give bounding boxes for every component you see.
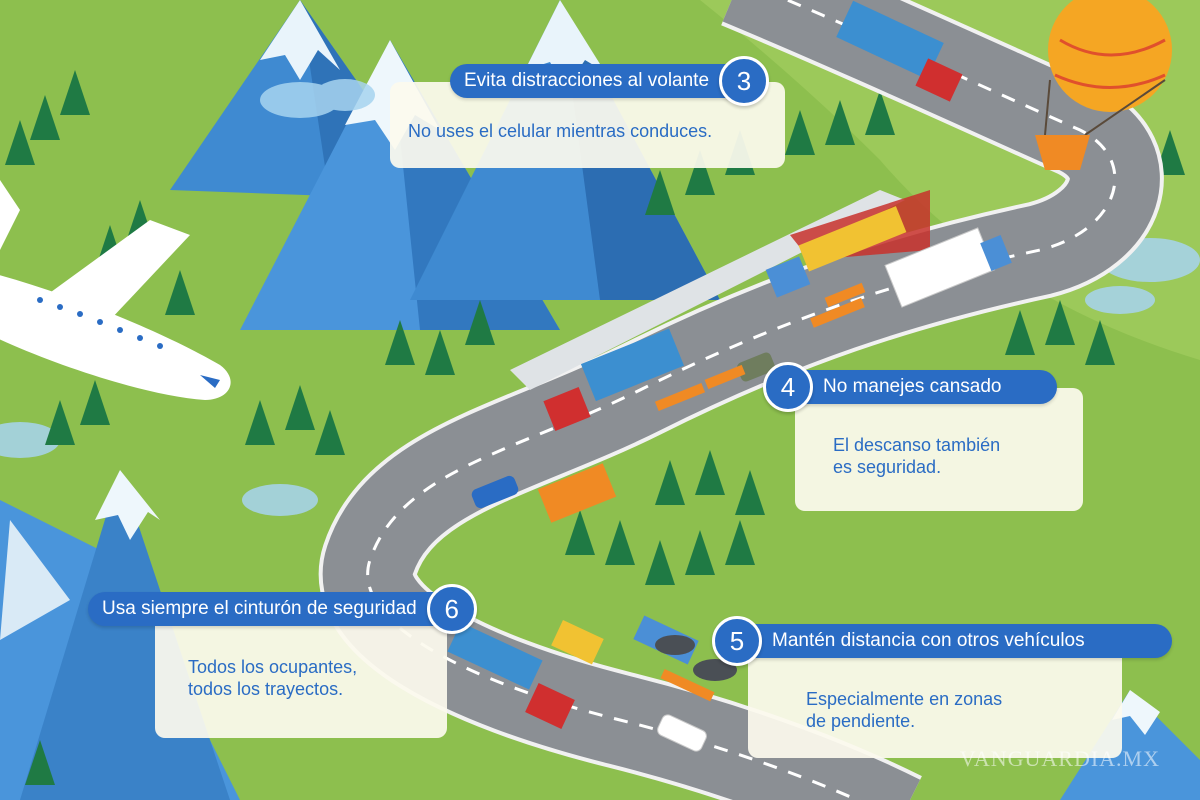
tree-icon [655,460,685,505]
tree-icon [25,740,55,785]
cloud-icon [242,484,318,516]
car-icon [737,352,775,382]
cloud-icon [1085,286,1155,314]
tree-icon [645,540,675,585]
tip-5-text-line-2: de pendiente. [806,711,916,731]
tree-icon [315,410,345,455]
tree-icon [825,100,855,145]
tip-6-text-line-2: todos los trayectos. [188,679,344,699]
cloud-icon [315,79,375,111]
cloud-icon [0,422,60,458]
tip-5-box: Especialmente en zonas de pendiente. [748,642,1122,758]
tree-icon [685,150,715,195]
tip-3-text: No uses el celular mientras conduces. [408,121,713,141]
tip-4-title: No manejes cansado [823,376,1002,397]
tree-icon [60,70,90,115]
tip-6-title: Usa siempre el cinturón de seguridad [102,598,417,619]
tree-icon [685,530,715,575]
truck-icon [447,622,575,729]
car-icon [657,714,707,752]
mountain-icon [1060,690,1200,800]
tree-icon [565,510,595,555]
truck-icon [537,463,617,523]
truck-icon [836,0,963,102]
tip-4-box: El descanso también es seguridad. [795,388,1083,511]
truck-icon [551,620,604,665]
tip-4-text-line-1: El descanso también [833,435,1001,455]
airplane-icon [0,180,231,400]
tree-icon [285,385,315,430]
tip-3-number: 3 [719,56,770,106]
tree-icon [1085,320,1115,365]
tip-6-text-line-1: Todos los ocupantes, [188,657,358,677]
tip-4-text-line-2: es seguridad. [833,457,942,477]
tree-icon [645,170,675,215]
tree-icon [465,300,495,345]
tip-4-header: 4 No manejes cansado [763,362,1057,412]
truck-icon [765,206,907,298]
tree-icon [165,270,195,315]
truck-icon [884,227,1012,308]
tip-5-number: 5 [712,616,762,666]
tree-icon [30,95,60,140]
tree-icon [245,400,275,445]
car-icon [471,475,519,509]
watermark: VANGUARDIA.MX [959,746,1160,771]
tree-icon [45,400,75,445]
tree-icon [1005,310,1035,355]
tip-5-text-line-1: Especialmente en zonas [806,689,1003,709]
tree-icon [735,470,765,515]
tip-3-header: Evita distracciones al volante 3 [450,56,770,106]
tree-icon [865,90,895,135]
tip-5-title: Mantén distancia con otros vehículos [772,630,1085,651]
tree-icon [80,380,110,425]
tip-4-number: 4 [763,362,813,412]
tip-6-header: Usa siempre el cinturón de seguridad 6 [88,584,477,634]
hot-air-balloon-icon [1035,0,1172,170]
highway [318,0,1164,800]
tree-icon [425,330,455,375]
tree-icon [385,320,415,365]
tip-6-box: Todos los ocupantes, todos los trayectos… [155,612,447,738]
tree-icon [1045,300,1075,345]
tip-3-title: Evita distracciones al volante [464,70,710,91]
tree-icon [785,110,815,155]
tree-icon [5,120,35,165]
tip-5-header: 5 Mantén distancia con otros vehículos [712,616,1172,666]
tree-icon [725,520,755,565]
tree-icon [605,520,635,565]
tip-6-number: 6 [426,584,477,634]
tree-icon [695,450,725,495]
truck-icon [543,328,684,431]
